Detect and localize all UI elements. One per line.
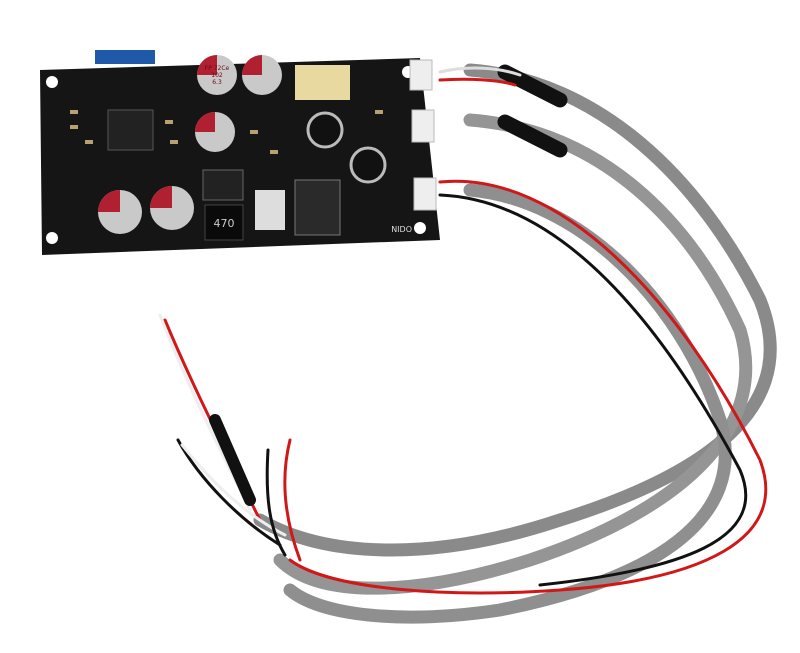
inductor: [204, 204, 244, 241]
ic-chip: [107, 109, 154, 151]
regulator: [294, 179, 341, 236]
connector-label: NIDO: [391, 225, 412, 234]
black-wire: [438, 193, 748, 587]
wires: [158, 66, 768, 595]
cable-1: [253, 63, 777, 557]
capacitors: [98, 55, 387, 234]
blue-module: [95, 50, 155, 64]
capacitor-label-line: 102: [211, 72, 223, 79]
connectors: [409, 59, 437, 211]
red-wire: [288, 179, 768, 595]
capacitor-label-line: 6.3: [212, 79, 222, 86]
inductor-label: 470: [214, 217, 235, 230]
heat-shrink: [497, 64, 568, 158]
white-wire: [438, 66, 522, 77]
switch: [255, 190, 285, 230]
red-wire-2: [438, 77, 517, 87]
capacitor-label-line: FP 72Ce: [205, 65, 230, 72]
relay: [295, 65, 350, 100]
